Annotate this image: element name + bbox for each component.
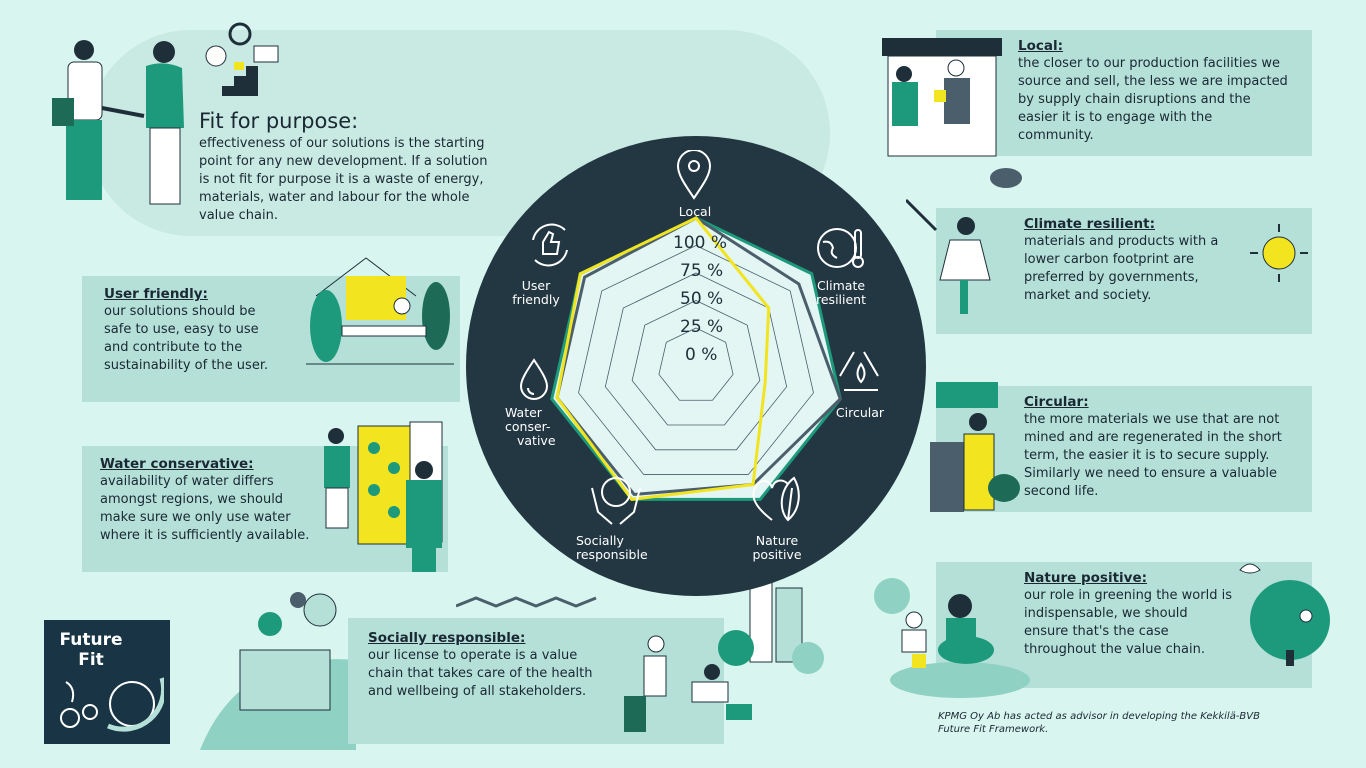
compass-label-nature-line-2: positive bbox=[752, 547, 802, 562]
compass-label-climate-line-1: Climate bbox=[816, 278, 866, 293]
compass-label-water-conservative: Water conser- vative bbox=[505, 406, 565, 448]
city-greenhouse-illustration bbox=[456, 581, 824, 732]
compass-label-water-line-3: vative bbox=[517, 433, 556, 448]
vertical-farm-illustration bbox=[324, 421, 443, 572]
water-conservative-description: availability of water differs amongst re… bbox=[100, 474, 310, 543]
future-fit-logo: Future Fit bbox=[44, 620, 170, 744]
radar-gridline-0 bbox=[658, 327, 734, 401]
hands-globe-icon bbox=[591, 477, 641, 525]
relaxing-person-illustration bbox=[306, 257, 454, 365]
tick-label-100: 100 % bbox=[673, 233, 728, 253]
handshake-illustration bbox=[52, 40, 184, 205]
location-pin-icon bbox=[676, 150, 712, 200]
storm-person-illustration bbox=[906, 168, 1022, 314]
compass-label-user-line-1: User bbox=[521, 278, 551, 293]
compass-label-climate-resilient: Climate resilient bbox=[806, 279, 876, 307]
radar-gridline-75 bbox=[578, 245, 814, 475]
socially-responsible-heading: Socially responsible: bbox=[368, 630, 526, 646]
compass-label-social-line-1: Socially bbox=[576, 533, 624, 548]
climate-resilient-heading: Climate resilient: bbox=[1024, 216, 1155, 232]
tree-bird-illustration bbox=[1239, 563, 1330, 666]
fit-for-purpose-text: Fit for purpose: effectiveness of our so… bbox=[199, 109, 499, 225]
compass-label-nature-positive: Nature positive bbox=[744, 534, 810, 562]
water-conservative-heading: Water conservative: bbox=[100, 456, 254, 472]
market-stall-illustration bbox=[882, 38, 1002, 157]
socially-responsible-description: our license to operate is a value chain … bbox=[368, 648, 593, 699]
nature-positive-description: our role in greening the world is indisp… bbox=[1024, 588, 1232, 657]
tick-label-0: 0 % bbox=[685, 345, 718, 365]
radar-series-line-2 bbox=[555, 216, 843, 496]
sun-icon bbox=[1250, 224, 1308, 282]
thumbs-up-icon bbox=[532, 223, 568, 267]
compass-label-climate-line-2: resilient bbox=[816, 292, 866, 307]
circular-description: the more materials we use that are not m… bbox=[1024, 412, 1282, 499]
climate-resilient-description: materials and products with a lower carb… bbox=[1024, 234, 1219, 303]
park-people-illustration bbox=[874, 578, 1030, 698]
local-description: the closer to our production facilities … bbox=[1018, 56, 1288, 143]
heart-leaf-icon bbox=[752, 476, 800, 522]
radar-gridline-50 bbox=[604, 272, 788, 451]
compass-label-nature-line-1: Nature bbox=[755, 533, 799, 548]
local-heading: Local: bbox=[1018, 38, 1064, 54]
garden-landscape-illustration bbox=[200, 592, 356, 750]
recycling-worker-illustration bbox=[930, 382, 1020, 512]
radar-series-group bbox=[550, 216, 843, 501]
compass-label-water-line-1: Water bbox=[505, 405, 542, 420]
tick-label-75: 75 % bbox=[680, 261, 724, 281]
tick-label-50: 50 % bbox=[680, 289, 724, 309]
compass-label-circular: Circular bbox=[835, 405, 885, 420]
circular-heading: Circular: bbox=[1024, 394, 1089, 410]
fit-for-purpose-heading: Fit for purpose: bbox=[199, 109, 359, 133]
radar-background bbox=[551, 218, 841, 500]
climate-resilient-panel: Climate resilient: materials and product… bbox=[936, 208, 1312, 334]
future-fit-logo-text: Future Fit bbox=[59, 630, 123, 670]
user-friendly-panel: User friendly: our solutions should be s… bbox=[82, 276, 460, 402]
user-friendly-description: our solutions should be safe to use, eas… bbox=[104, 304, 269, 373]
water-drop-icon bbox=[519, 358, 549, 400]
radar-series-line-1 bbox=[555, 216, 771, 501]
user-friendly-heading: User friendly: bbox=[104, 286, 208, 302]
radar-gridline-25 bbox=[631, 300, 761, 426]
ideas-icon-cluster bbox=[205, 22, 279, 96]
tick-label-25: 25 % bbox=[680, 317, 724, 337]
compass-label-user-line-2: friendly bbox=[512, 292, 560, 307]
compass-label-local: Local bbox=[678, 204, 712, 219]
globe-thermometer-icon bbox=[817, 228, 864, 268]
recycle-icon bbox=[839, 351, 879, 391]
compass-label-socially-responsible: Socially responsible bbox=[576, 534, 676, 562]
compass-label-water-line-2: conser- bbox=[505, 419, 551, 434]
nature-positive-heading: Nature positive: bbox=[1024, 570, 1148, 586]
compass-label-social-line-2: responsible bbox=[576, 547, 648, 562]
footnote: KPMG Oy Ab has acted as advisor in devel… bbox=[938, 711, 1260, 735]
future-fit-logo-mark bbox=[60, 677, 164, 732]
compass-chart bbox=[466, 136, 926, 596]
compass-label-user-friendly: User friendly bbox=[508, 279, 564, 307]
fit-for-purpose-description: effectiveness of our solutions is the st… bbox=[199, 136, 488, 223]
